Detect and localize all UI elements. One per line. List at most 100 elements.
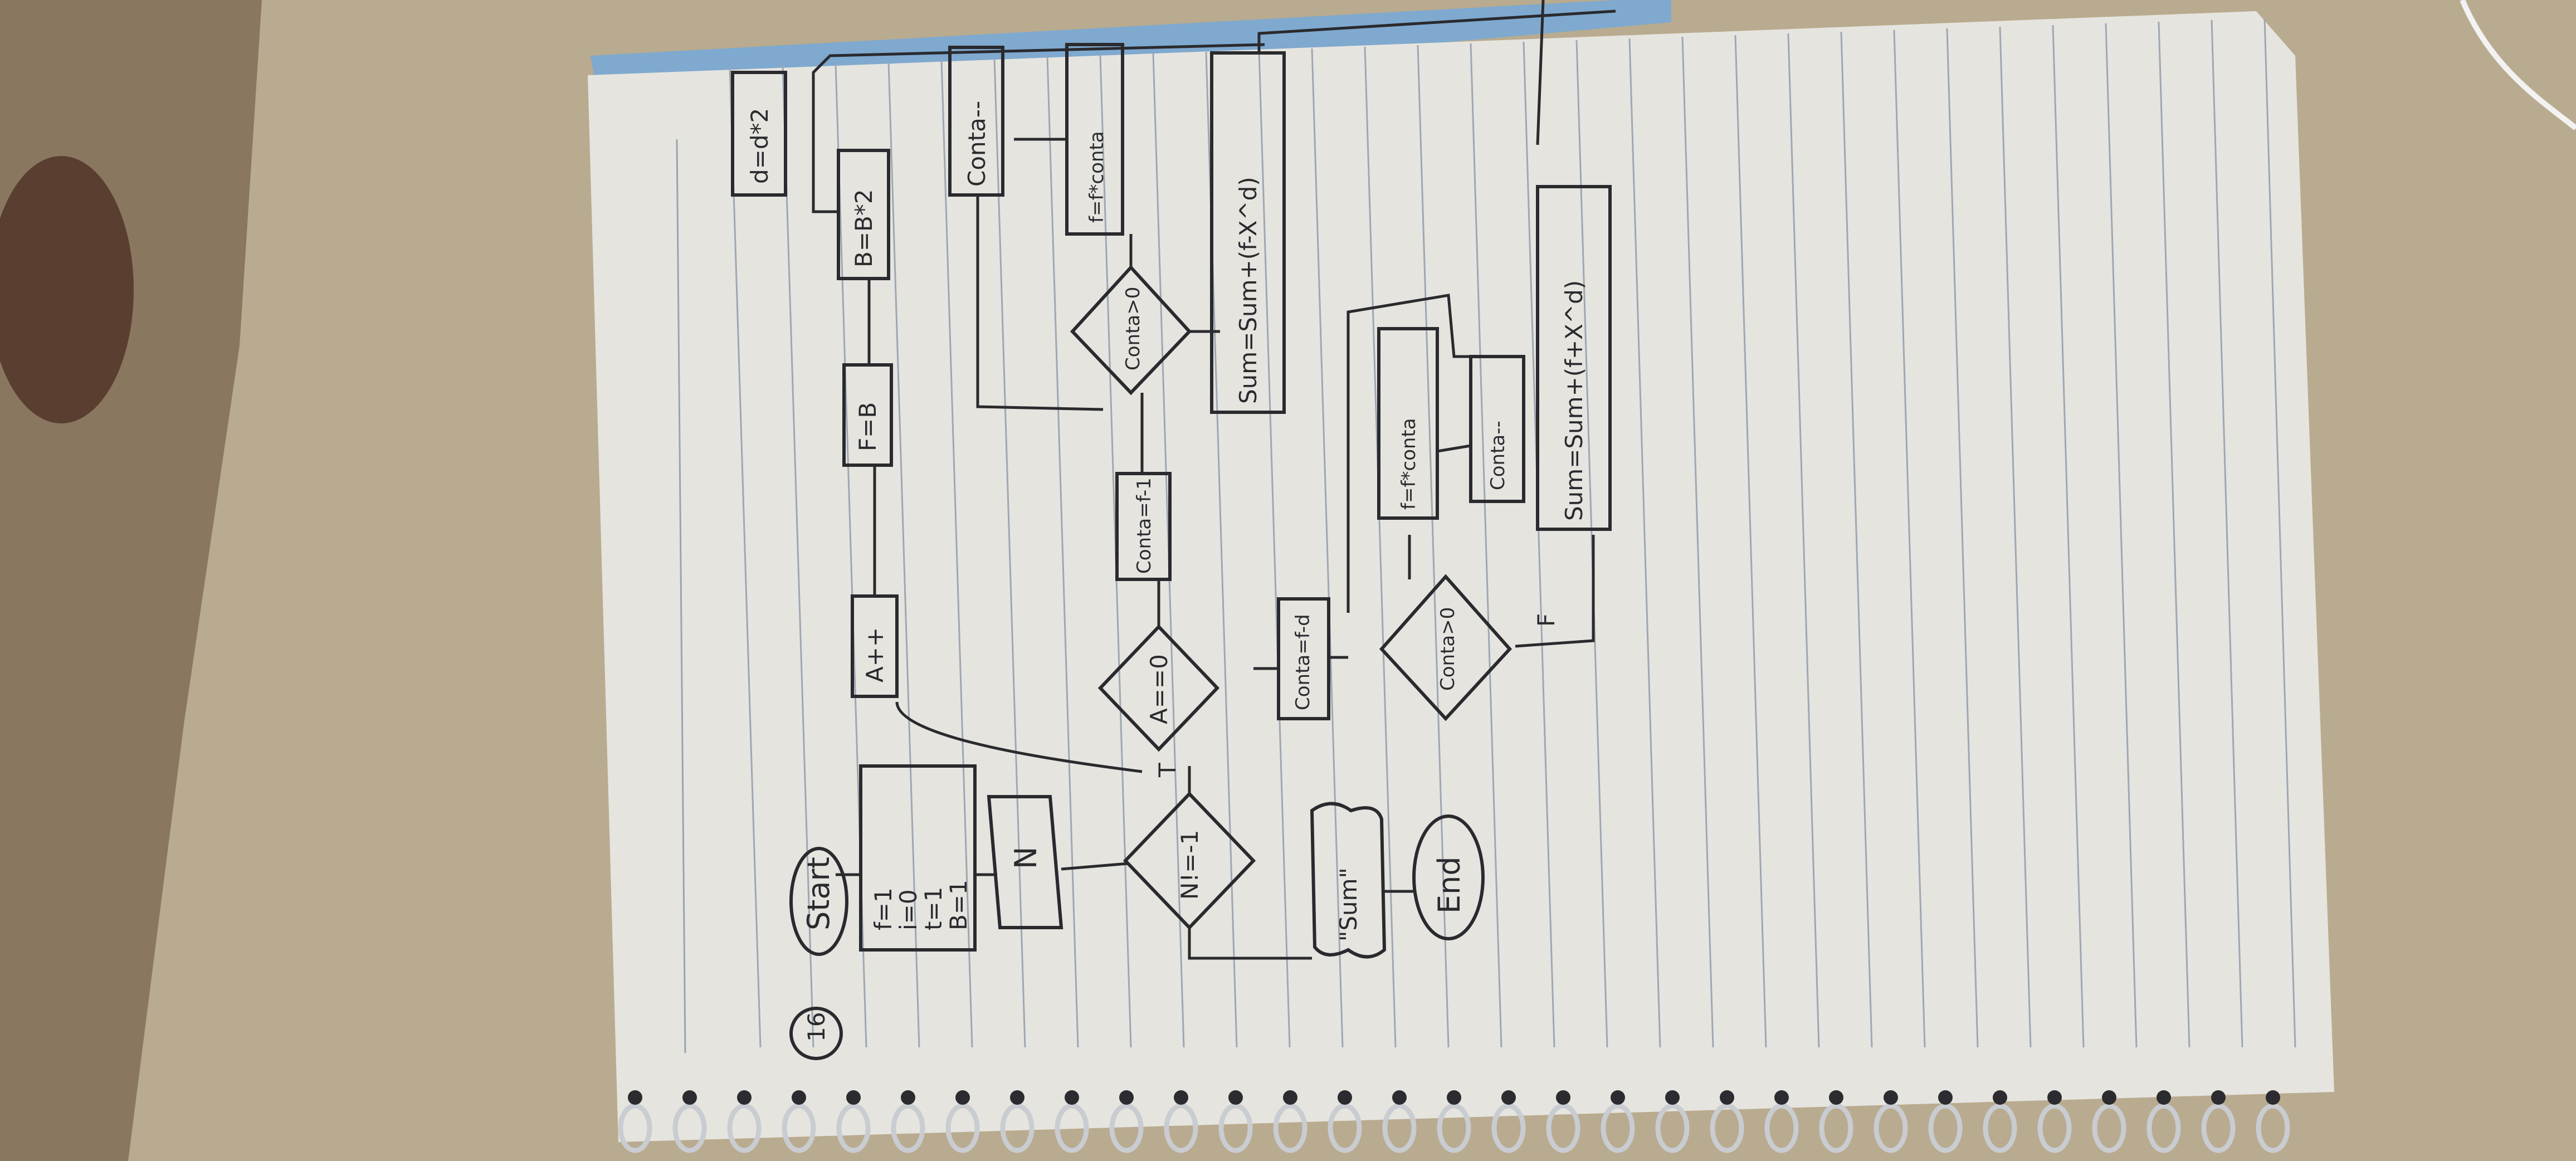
cond-a-label: A==0 [1145, 654, 1173, 724]
page-number-circle [789, 1007, 843, 1060]
ruled-line [1999, 26, 2032, 1048]
b-times-label: B=B*2 [850, 189, 877, 267]
spiral-ring [1000, 1103, 1035, 1153]
spiral-ring [727, 1103, 762, 1153]
conta-dec-bottom-label: Conta-- [1487, 421, 1509, 490]
init-line: f=1 [870, 887, 897, 930]
spiral-hole [1283, 1090, 1297, 1105]
ruled-line [1946, 28, 1979, 1048]
f-times-top-label: f=f*conta [1086, 131, 1108, 223]
input-shape [987, 795, 1063, 929]
ruled-line [1364, 46, 1397, 1048]
init-line: i=0 [895, 889, 922, 930]
ruled-line [2052, 25, 2085, 1048]
spiral-hole [1501, 1090, 1516, 1105]
spiral-hole [682, 1090, 697, 1105]
spiral-ring [1710, 1103, 1744, 1153]
ruled-line [1258, 50, 1291, 1048]
spiral-ring [1164, 1103, 1198, 1153]
spiral-hole [628, 1090, 642, 1105]
sum-plus-label: Sum=Sum+(f+X^d) [1560, 280, 1588, 521]
ruled-line [2263, 18, 2296, 1048]
spiral-ring [2092, 1103, 2126, 1153]
spiral-hole [901, 1090, 915, 1105]
f-times-bottom-label: f=f*conta [1398, 418, 1420, 510]
spiral-hole [1392, 1090, 1407, 1105]
page-number: 16 [803, 1012, 830, 1042]
spiral-binding [618, 1090, 2290, 1153]
cushion-spot [0, 156, 134, 423]
sum-minus-label: Sum=Sum+(f-X^d) [1235, 177, 1262, 404]
cond-conta-bottom-label: Conta>0 [1437, 607, 1459, 691]
spiral-ring [1655, 1103, 1690, 1153]
connectors [812, 0, 1616, 960]
spiral-ring [836, 1103, 871, 1153]
spiral-hole [2266, 1090, 2280, 1105]
spiral-hole [1065, 1090, 1079, 1105]
spiral-ring [2201, 1103, 2236, 1153]
spiral-hole [2157, 1090, 2171, 1105]
spiral-hole [846, 1090, 861, 1105]
spiral-ring [782, 1103, 816, 1153]
ruled-line [1628, 38, 1661, 1048]
spiral-hole [1010, 1090, 1024, 1105]
spiral-hole [1611, 1090, 1625, 1105]
spiral-ring [1491, 1103, 1526, 1153]
ruled-line [1840, 31, 1873, 1048]
sum-minus-box [1210, 51, 1286, 414]
spiral-hole [2047, 1090, 2062, 1105]
spiral-hole [1228, 1090, 1243, 1105]
b-times-box [837, 149, 890, 280]
spiral-hole [1720, 1090, 1734, 1105]
d-times-label: d=d*2 [746, 108, 773, 184]
spiral-hole [1338, 1090, 1352, 1105]
spiral-ring [2146, 1103, 2181, 1153]
output-shape [1310, 802, 1387, 959]
spiral-ring [1546, 1103, 1580, 1153]
ruled-line [1734, 35, 1767, 1048]
start-label: Start [801, 857, 836, 930]
notebook-page [588, 11, 2334, 1142]
conta-dec-top-label: Conta-- [963, 101, 991, 187]
spiral-hole [1447, 1090, 1461, 1105]
ruled-line [1311, 48, 1344, 1048]
spiral-ring [891, 1103, 925, 1153]
d-times-box [731, 71, 787, 197]
input-label: N [1008, 847, 1043, 869]
a-plus-label: A++ [861, 627, 889, 682]
spiral-hole [1665, 1090, 1680, 1105]
true-mark: T [1154, 763, 1181, 778]
cable [2460, 0, 2576, 130]
ruled-line [729, 66, 762, 1048]
start-oval [789, 847, 848, 956]
ruled-line [993, 58, 1026, 1048]
spiral-hole [1774, 1090, 1789, 1105]
spiral-hole [1884, 1090, 1898, 1105]
spiral-ring [1928, 1103, 1963, 1153]
sum-plus-box [1536, 185, 1612, 531]
spiral-hole [1119, 1090, 1134, 1105]
ruled-line [2105, 23, 2138, 1048]
spiral-hole [1556, 1090, 1570, 1105]
ruled-line [1893, 30, 1926, 1048]
false-mark: F [1533, 613, 1560, 627]
conta-init-label: Conta=f-1 [1133, 477, 1155, 574]
end-oval [1412, 814, 1485, 940]
init-line: B=1 [945, 880, 972, 930]
ruled-line [1681, 36, 1714, 1048]
flowchart [731, 0, 1616, 1060]
ruled-line [1787, 33, 1820, 1048]
spiral-ring [1328, 1103, 1362, 1153]
f-times-bottom-box [1377, 327, 1439, 520]
spiral-hole [2211, 1090, 2226, 1105]
spiral-ring [1437, 1103, 1471, 1153]
cond-conta-bottom-diamond [1379, 574, 1513, 721]
spiral-ring [1874, 1103, 1908, 1153]
conta-fd-label: Conta=f-d [1292, 614, 1314, 710]
end-label: End [1432, 856, 1467, 914]
ruled-line [1417, 45, 1450, 1048]
init-lines: f=1 i=0 t=1 B=1 [870, 880, 972, 930]
f-eq-b-label: F=B [854, 402, 881, 451]
init-box [859, 764, 977, 952]
